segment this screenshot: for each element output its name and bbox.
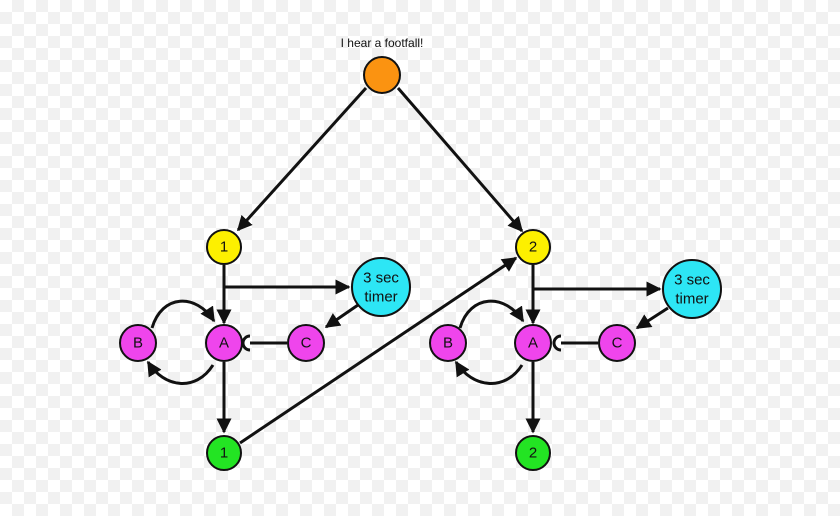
node-b-left <box>119 324 157 362</box>
node-b-right <box>429 324 467 362</box>
edges <box>146 86 669 445</box>
edge-a-to-b-right <box>454 360 524 385</box>
node-a-left <box>205 324 243 362</box>
timer-node-left-line1: 3 sec <box>363 270 399 287</box>
edge-b-to-a-right <box>458 299 525 329</box>
node-a-left-label: A <box>219 335 229 352</box>
node-c-right <box>598 324 636 362</box>
node-c-left <box>287 324 325 362</box>
edge-start-to-trigger-2 <box>396 87 524 233</box>
edge-timer-to-c-left <box>324 303 359 329</box>
trigger-node-2 <box>515 229 551 265</box>
inhibit-bar-left <box>241 334 251 352</box>
timer-node-right <box>662 259 722 319</box>
node-c-right-label: C <box>612 335 623 352</box>
output-node-2 <box>515 435 551 471</box>
output-node-1-label: 1 <box>220 445 228 462</box>
trigger-node-2-label: 2 <box>529 239 537 256</box>
output-node-1 <box>206 435 242 471</box>
node-b-right-label: B <box>443 335 453 352</box>
timer-node-left-line2: timer <box>364 289 397 306</box>
nodes: 1 3 sec timer B A C 1 2 3 sec timer B A … <box>119 56 722 471</box>
start-node <box>363 56 401 94</box>
node-b-left-label: B <box>133 335 143 352</box>
node-a-right <box>514 324 552 362</box>
edge-timer-to-c-right <box>635 306 669 330</box>
edge-output-1-to-trigger-2 <box>239 256 518 445</box>
node-c-left-label: C <box>301 335 312 352</box>
edge-start-to-trigger-1 <box>236 86 368 232</box>
edge-b-to-a-left <box>150 299 216 329</box>
edge-a-to-b-left <box>146 360 215 385</box>
timer-node-right-line2: timer <box>675 291 708 308</box>
inhibit-bar-right <box>552 334 562 352</box>
timer-node-right-line1: 3 sec <box>674 272 710 289</box>
trigger-node-1 <box>206 229 242 265</box>
timer-node-left <box>351 257 411 317</box>
diagram-title: I hear a footfall! <box>341 36 424 50</box>
trigger-node-1-label: 1 <box>220 239 228 256</box>
node-a-right-label: A <box>528 335 538 352</box>
output-node-2-label: 2 <box>529 445 537 462</box>
